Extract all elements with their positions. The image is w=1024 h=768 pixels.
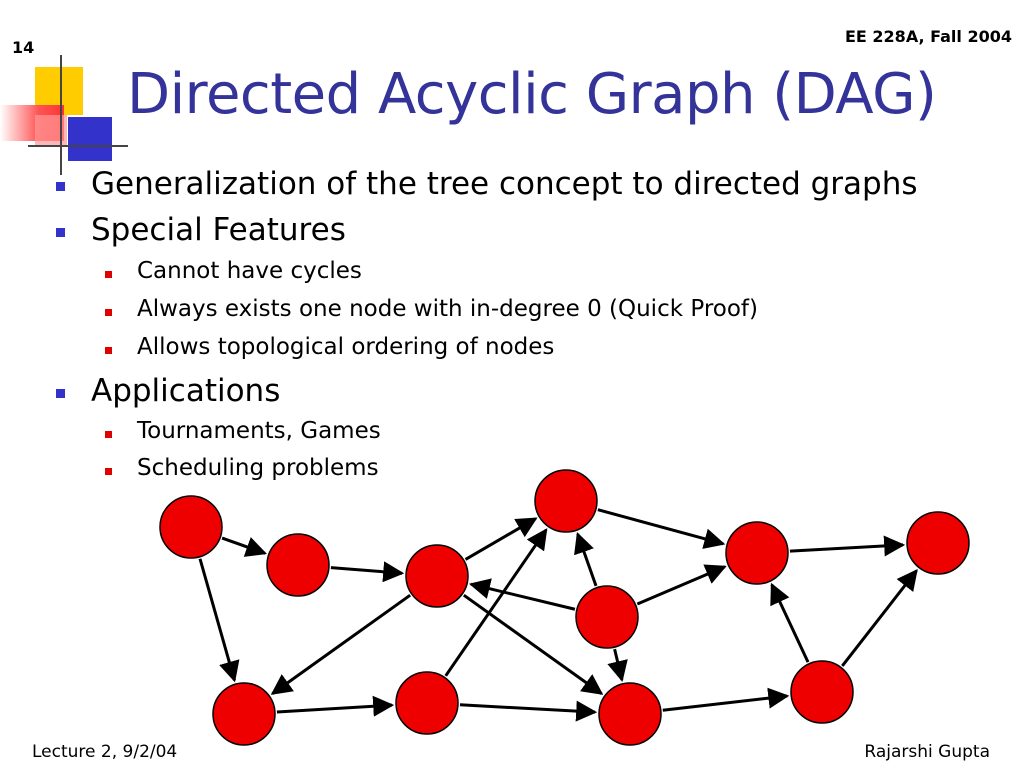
sub-bullet-marker	[105, 468, 112, 475]
graph-node-n2	[266, 533, 330, 597]
slide-number: 14	[12, 38, 35, 57]
graph-node-n11	[598, 682, 662, 746]
corner-decoration	[0, 55, 130, 175]
slide-title: Directed Acyclic Graph (DAG)	[127, 62, 937, 127]
sub-bullet-item: Cannot have cycles	[137, 258, 362, 284]
edge-n4-n5	[597, 508, 726, 549]
bullet-item: Special Features	[91, 212, 346, 248]
edge-n12-n5	[770, 582, 810, 663]
edge-n8-n11	[459, 700, 598, 722]
sub-bullet-marker	[105, 309, 112, 316]
edge-n12-n6	[841, 568, 918, 667]
footer-lecture: Lecture 2, 9/2/04	[32, 742, 178, 762]
edge-n3-n4	[464, 517, 538, 561]
edge-n1-n9	[198, 558, 240, 683]
bullet-marker	[56, 182, 65, 191]
node-layer	[159, 469, 970, 746]
sub-bullet-item: Always exists one node with in-degree 0 …	[137, 296, 758, 322]
graph-node-n9	[212, 682, 276, 746]
edge-n8-n4	[444, 528, 548, 677]
sub-bullet-marker	[105, 271, 112, 278]
bullet-marker	[56, 228, 65, 237]
edge-n11-n12	[662, 687, 790, 712]
course-header: EE 228A, Fall 2004	[844, 27, 1012, 46]
bullet-item: Applications	[91, 373, 281, 409]
edge-n7-n11	[607, 648, 628, 682]
graph-node-n8	[395, 671, 459, 735]
edge-n3-n9	[270, 593, 412, 695]
sub-bullet-item: Allows topological ordering of nodes	[137, 334, 555, 360]
edge-n7-n4	[574, 532, 598, 587]
bullet-marker	[56, 389, 65, 398]
graph-node-n6	[906, 511, 970, 575]
edge-n2-n3	[330, 561, 405, 583]
graph-node-n5	[725, 521, 789, 585]
edge-n9-n8	[276, 695, 395, 717]
graph-node-n1	[159, 495, 223, 559]
edge-n7-n5	[636, 564, 727, 606]
sub-bullet-item: Scheduling problems	[137, 455, 379, 481]
graph-node-n12	[790, 660, 854, 724]
sub-bullet-item: Tournaments, Games	[137, 418, 381, 444]
graph-node-n7	[575, 585, 639, 649]
edge-layer	[198, 508, 918, 722]
graph-node-n3	[405, 544, 469, 608]
edge-n7-n3	[468, 578, 576, 611]
footer-author: Rajarshi Gupta	[864, 742, 990, 762]
sub-bullet-marker	[105, 431, 112, 438]
edge-n3-n11	[462, 593, 604, 695]
edge-n5-n6	[789, 535, 906, 557]
bullet-item: Generalization of the tree concept to di…	[91, 166, 918, 202]
sub-bullet-marker	[105, 347, 112, 354]
edge-n1-n2	[221, 536, 267, 557]
graph-node-n4	[534, 469, 598, 533]
